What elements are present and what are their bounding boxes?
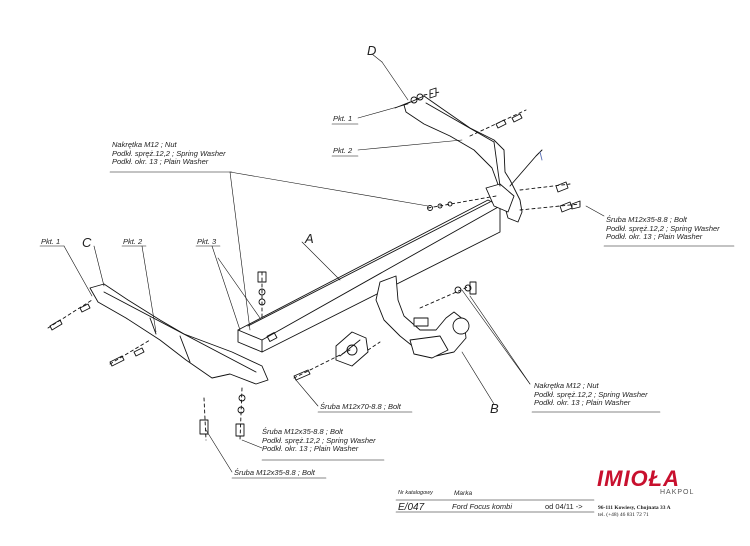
title-block-lines [395,499,595,513]
brand-address: 96-111 Kowiesy, Chojnata 33 A tel. (+48)… [598,505,671,519]
callout-line: Śruba M12x35-8.8 ; Bolt [262,427,343,436]
make-caption: Marka [454,490,473,497]
callout-line: Podkł. okr. 13 ; Plain Washer [112,157,209,167]
callout-line: Podkł. spręż.12,2 ; Spring Washer [534,389,648,399]
make-value: Ford Focus kombi [452,502,513,511]
callout-bottom-center: Śruba M12x35-8.8 ; Bolt Podkł. spręż.12,… [262,427,376,454]
part-label-d: D [367,43,377,58]
leader-lines [63,53,605,473]
callout-center-bolt: Śruba M12x70-8.8 ; Bolt [320,402,401,411]
part-label-a: A [305,231,314,246]
part-label-b: B [490,401,499,416]
pkt2-left-label: Pkt. 2 [123,237,143,246]
callout-line: Nakrętka M12 ; Nut [534,381,599,390]
callout-right-bolt: Śruba M12x35-8.8 ; Bolt Podkł. spręż.12,… [606,215,720,242]
callout-line: Podkł. okr. 13 ; Plain Washer [534,398,631,408]
catalog-caption: Nr katalogowy [398,490,433,496]
callout-line: Podkł. okr. 13 ; Plain Washer [262,444,359,454]
callout-line: Podkł. spręż.12,2 ; Spring Washer [112,148,226,158]
address-line: 96-111 Kowiesy, Chojnata 33 A [598,505,671,511]
bracket-d [403,95,543,223]
callout-top-left: Nakrętka M12 ; Nut Podkł. spręż.12,2 ; S… [112,140,226,167]
towball-b [375,275,470,359]
socket-plate [335,331,381,367]
callout-line: Podkł. spręż.12,2 ; Spring Washer [606,223,720,233]
bracket-c [89,283,269,385]
callout-line: Śruba M12x35-8.8 ; Bolt [606,215,687,224]
callout-line: Podkł. spręż.12,2 ; Spring Washer [262,435,376,445]
pkt1-right-label: Pkt. 1 [333,114,353,123]
brand-logo: IMIOŁA [597,466,680,491]
pkt1-left-label: Pkt. 1 [41,237,61,246]
catalog-number: E/047 [398,502,425,513]
part-label-c: C [82,235,92,250]
callout-underlines [39,123,735,479]
callout-bottom-right: Nakrętka M12 ; Nut Podkł. spręż.12,2 ; S… [534,381,648,408]
date-range: od 04/11 -> [545,502,583,511]
callout-line: Nakrętka M12 ; Nut [112,140,177,149]
brand-sub: HAKPOL [660,489,695,496]
crossbar-a [237,199,501,353]
callout-line: Podkł. okr. 13 ; Plain Washer [606,232,703,242]
pkt3-left-label: Pkt. 3 [197,237,217,246]
pkt2-right-label: Pkt. 2 [333,146,353,155]
callout-bottom-left-bolt: Śruba M12x35-8.8 ; Bolt [234,468,315,477]
address-line: tel. (+48) 46 831 72 71 [598,511,649,518]
